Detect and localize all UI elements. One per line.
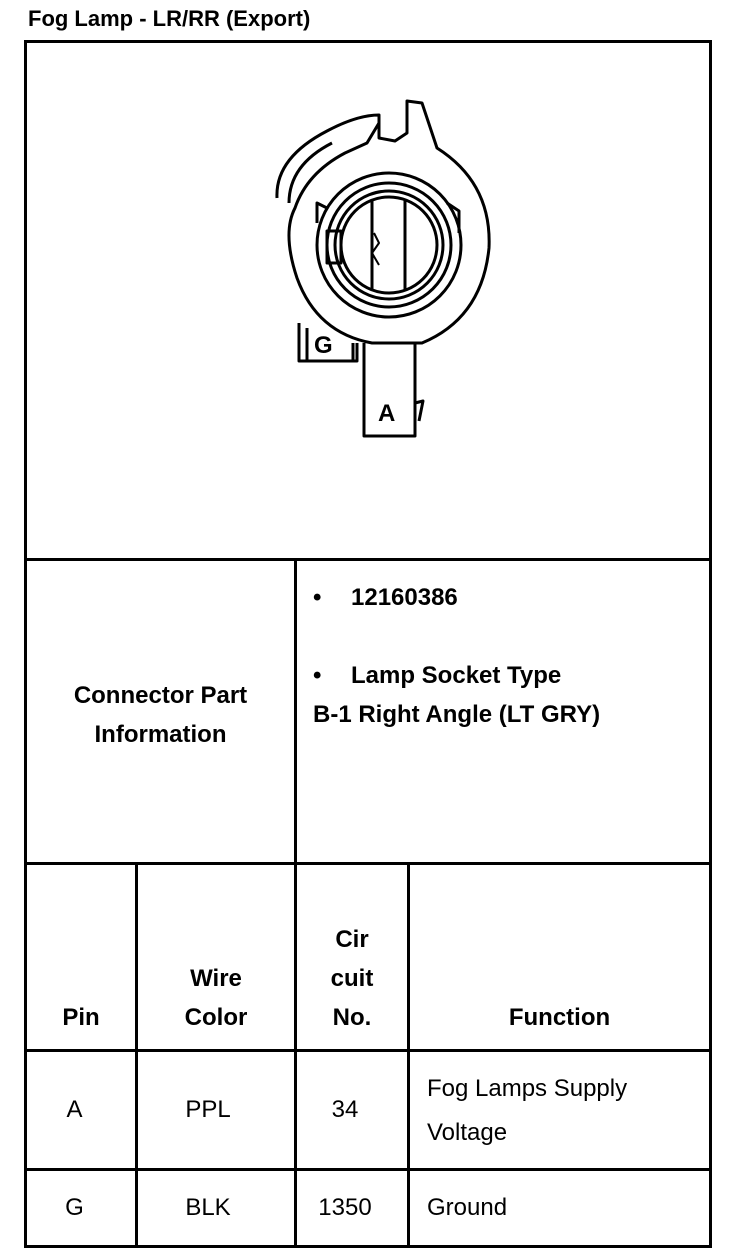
connector-outer-shell — [287, 99, 491, 345]
part-number-row: • 12160386 — [313, 584, 458, 612]
row-a-pin: A — [66, 1096, 83, 1123]
connector-lower-housing — [297, 323, 359, 363]
socket-ring-outer — [315, 171, 463, 319]
pin-a-tab — [414, 399, 425, 422]
socket-ring-inner — [333, 189, 445, 301]
row-g-circuit: 1350 — [318, 1194, 372, 1221]
socket-tab-left — [325, 229, 343, 265]
header-function: Function — [508, 1004, 611, 1031]
row-a-circuit: 34 — [331, 1096, 359, 1123]
socket-ring-core — [339, 195, 439, 295]
socket-type-row: • Lamp Socket Type — [313, 662, 561, 690]
row-g-function: Ground — [427, 1194, 508, 1221]
part-info-label-line2: Information — [94, 721, 227, 748]
header-pin: Pin — [62, 1004, 100, 1031]
row-g-wire-color: BLK — [185, 1194, 231, 1221]
connector-face-diagram: G A — [275, 99, 491, 438]
row-g-pin: G — [65, 1194, 84, 1221]
socket-ring-middle — [325, 181, 453, 309]
divider-row-a-bottom — [24, 1168, 712, 1171]
connector-latch-arm — [275, 113, 381, 199]
divider-partinfo-bottom — [24, 862, 712, 865]
divider-diagram-bottom — [24, 558, 712, 561]
pin-g-label: G — [314, 332, 333, 359]
divider-col-pin — [135, 862, 138, 1248]
connector-table-frame — [24, 40, 712, 1248]
header-circuit-no: Cir cuit No. — [330, 926, 374, 1031]
socket-description: B-1 Right Angle (LT GRY) — [313, 701, 601, 728]
bullet-icon: • — [313, 584, 322, 611]
bulb-filament — [371, 232, 380, 266]
part-info-label-line1: Connector Part — [73, 682, 248, 709]
page-title: Fog Lamp - LR/RR (Export) — [28, 6, 311, 31]
part-info-label: Connector Part Information — [27, 676, 294, 754]
socket-type: Lamp Socket Type — [351, 662, 562, 689]
divider-header-bottom — [24, 1049, 712, 1052]
row-a-wire-color: PPL — [185, 1096, 231, 1123]
connector-latch-inner — [287, 141, 333, 204]
header-wire-color: Wire Color — [184, 965, 248, 1031]
divider-partinfo-vertical — [294, 558, 297, 865]
bullet-icon: • — [313, 662, 322, 689]
divider-col-circuit — [407, 862, 410, 1248]
socket-desc-row: B-1 Right Angle (LT GRY) — [313, 701, 600, 729]
row-a-function-line2: Voltage — [427, 1119, 508, 1146]
pin-a-label: A — [378, 400, 395, 427]
row-a-function-line1: Fog Lamps Supply — [427, 1075, 628, 1102]
socket-notch-left — [315, 201, 328, 223]
part-number: 12160386 — [351, 584, 458, 611]
socket-notch-right — [446, 201, 461, 233]
pin-a-terminal — [362, 343, 417, 438]
divider-col-wire — [294, 862, 297, 1248]
